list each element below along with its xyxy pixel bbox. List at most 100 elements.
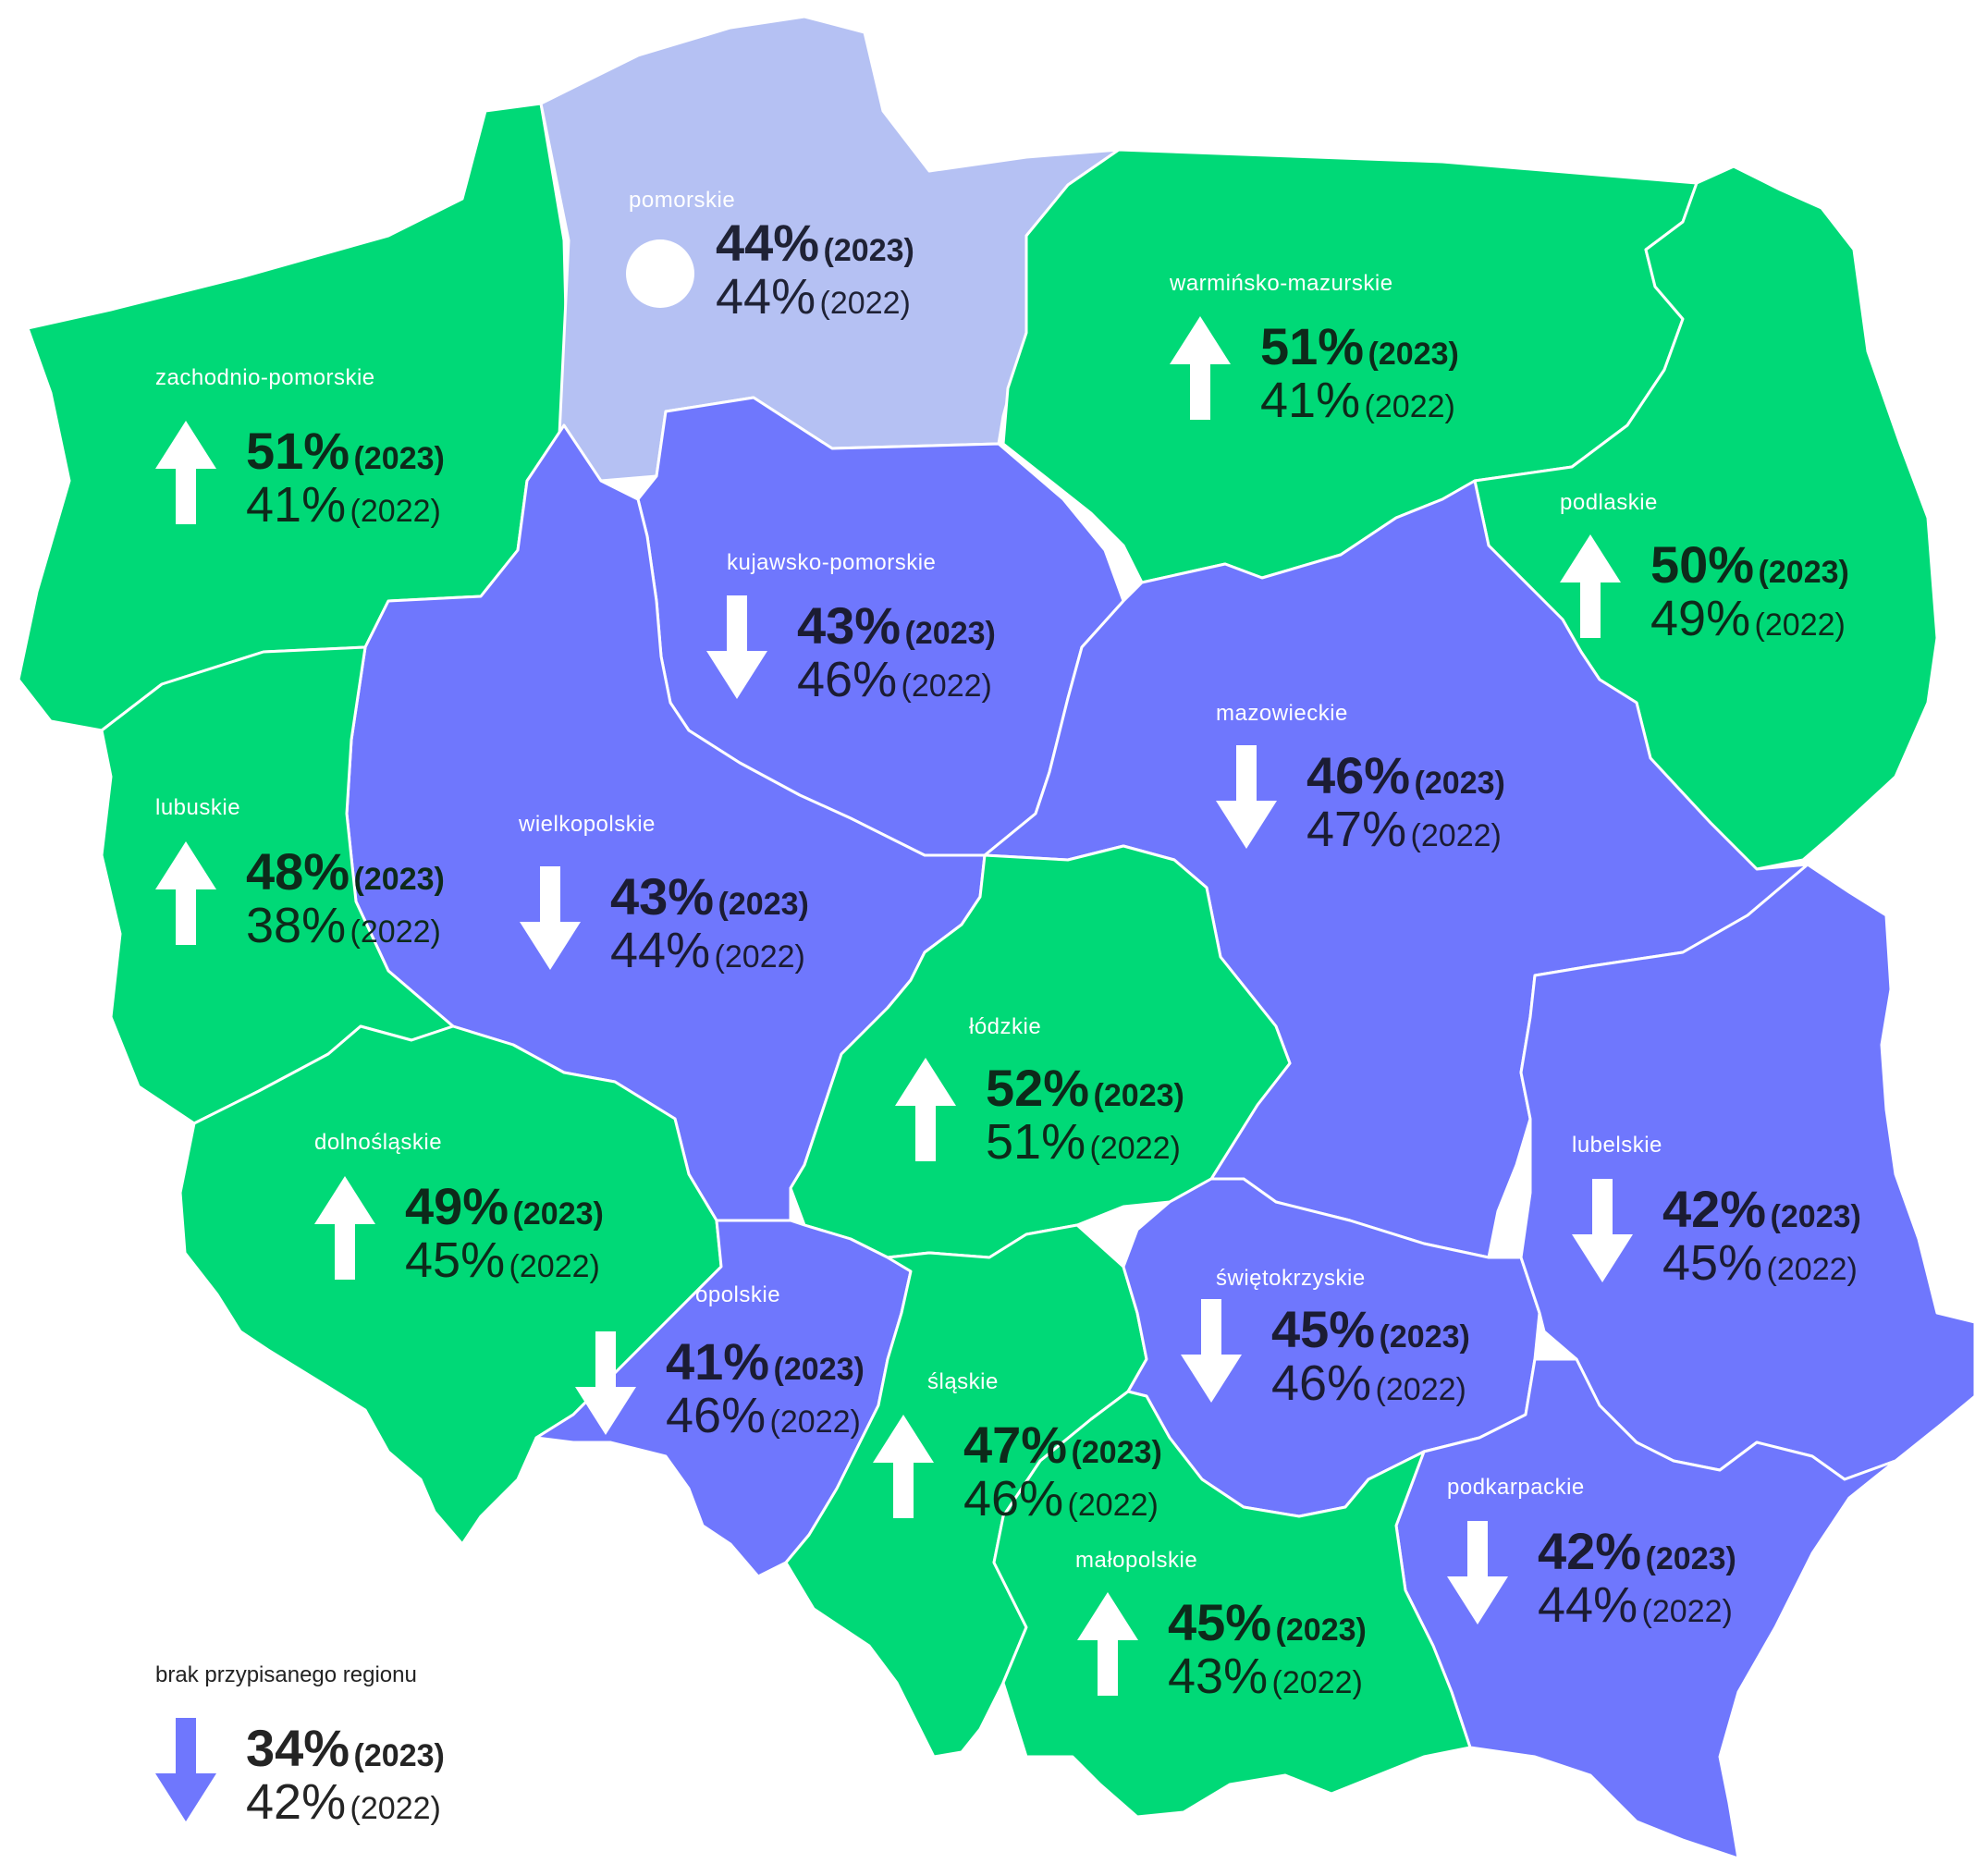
region-shape-malopolskie[interactable] [992,1390,1472,1819]
arrow-down-icon [1216,745,1277,849]
value-2022: 41% [1260,373,1361,428]
region-name-kujawsko-pomorskie: kujawsko-pomorskie [727,550,937,575]
stat-line-2023: 47% (2023) [963,1415,1162,1475]
stat-line-2022: 49% (2022) [1650,590,1846,647]
stat-line-2022: 51% (2022) [986,1113,1181,1171]
stat-line-2023: 42% (2023) [1538,1521,1736,1581]
value-2023: 50% [1650,535,1755,594]
stat-line-2022: 43% (2022) [1168,1648,1363,1705]
stat-line-2023: 44% (2023) [716,213,914,273]
legend-value-2023: 34% [246,1719,350,1777]
value-2023: 45% [1168,1593,1272,1651]
region-name-mazowieckie: mazowieckie [1216,701,1348,726]
value-2023: 47% [963,1416,1068,1474]
label-2023: (2023) [1379,1319,1470,1355]
stat-line-2023: 48% (2023) [246,841,445,901]
stat-line-2023: 52% (2023) [986,1058,1184,1118]
value-2023: 42% [1662,1180,1767,1238]
value-2023: 52% [986,1059,1090,1117]
label-2023: (2023) [904,616,996,651]
value-2022: 41% [246,477,347,533]
label-2022: (2022) [714,939,805,975]
arrow-up-icon [873,1415,934,1518]
stat-line-2022: 41% (2022) [1260,372,1455,429]
label-2022: (2022) [769,1404,861,1440]
label-2022: (2022) [350,914,441,950]
value-2023: 51% [1260,317,1365,375]
arrow-down-icon [706,595,767,699]
arrow-up-icon [155,421,216,524]
label-2023: (2023) [773,1352,865,1387]
value-2022: 46% [963,1471,1064,1527]
arrow-down-icon [1572,1179,1633,1282]
stat-line-2023: 41% (2023) [666,1331,865,1392]
value-2022: 44% [716,269,816,325]
stat-line-2023: 49% (2023) [405,1176,604,1236]
label-2022: (2022) [1410,818,1502,853]
label-2022: (2022) [1754,607,1846,643]
value-2023: 45% [1271,1300,1376,1358]
stat-line-2023: 42% (2023) [1662,1179,1861,1239]
label-2022: (2022) [350,494,441,529]
stat-line-2022: 45% (2022) [405,1232,600,1289]
label-2023: (2023) [1770,1199,1861,1234]
label-2022: (2022) [1067,1488,1159,1523]
label-2022: (2022) [901,668,992,704]
label-2022: (2022) [819,286,911,321]
stat-line-2023: 50% (2023) [1650,534,1849,595]
label-2023: (2023) [1645,1541,1736,1576]
stat-line-2022: 46% (2022) [666,1387,861,1444]
region-name-wielkopolskie: wielkopolskie [519,812,656,837]
stat-line-2022: 44% (2022) [716,268,911,325]
value-2023: 49% [405,1177,509,1235]
label-2023: (2023) [718,887,809,922]
value-2022: 44% [1538,1577,1638,1633]
label-2022: (2022) [1271,1665,1363,1700]
value-2022: 51% [986,1114,1086,1170]
arrow-up-icon [895,1058,956,1161]
stat-line-2023: 51% (2023) [1260,316,1459,376]
arrow-down-icon [520,866,581,970]
arrow-down-icon [1447,1521,1508,1625]
stat-line-2023: 43% (2023) [610,866,809,926]
stat-line-2023: 45% (2023) [1271,1299,1470,1359]
stat-line-2022: 46% (2022) [963,1470,1159,1527]
label-2023: (2023) [1093,1078,1184,1113]
stat-line-2022: 38% (2022) [246,897,441,954]
value-2023: 42% [1538,1522,1642,1580]
label-2023: (2023) [1414,766,1505,801]
region-name-swietokrzyskie: świętokrzyskie [1216,1266,1366,1291]
stat-line-2022: 44% (2022) [1538,1576,1733,1634]
region-name-lodzkie: łódzkie [969,1014,1042,1039]
region-name-lubelskie: lubelskie [1572,1133,1662,1158]
value-2022: 46% [1271,1355,1372,1411]
arrow-up-icon [1560,534,1621,638]
value-2022: 43% [1168,1649,1269,1704]
label-2023: (2023) [1368,337,1459,372]
stat-line-2022: 44% (2022) [610,922,805,979]
value-2022: 45% [1662,1235,1763,1291]
value-2022: 38% [246,898,347,953]
label-2023: (2023) [512,1196,604,1232]
stat-line-2023: 46% (2023) [1306,745,1505,805]
label-2023: (2023) [353,862,445,897]
stat-line-2022: 41% (2022) [246,476,441,533]
value-2023: 44% [716,214,820,272]
label-2022: (2022) [1375,1372,1466,1407]
label-2022: (2022) [1766,1252,1858,1287]
region-name-lubuskie: lubuskie [155,795,241,820]
legend-value-2022: 42% [246,1774,347,1830]
legend-title: brak przypisanego regionu [155,1662,417,1687]
label-2022: (2022) [1089,1131,1181,1166]
stat-line-2023: 51% (2023) [246,421,445,481]
stat-line-2022: 47% (2022) [1306,801,1502,858]
value-2022: 44% [610,923,711,978]
value-2023: 46% [1306,746,1411,804]
legend-line-2023: 34% (2023) [246,1718,445,1778]
arrow-up-icon [155,841,216,945]
label-2023: (2023) [823,233,914,268]
region-name-podlaskie: podlaskie [1560,490,1658,515]
stat-line-2023: 45% (2023) [1168,1592,1367,1652]
